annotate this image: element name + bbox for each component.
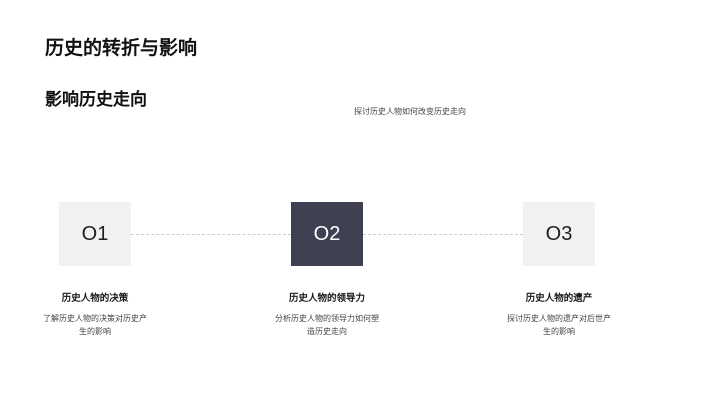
step-number-box-3: O3 [523, 202, 595, 266]
step-title: 历史人物的决策 [61, 293, 129, 304]
connector-line-2-3 [363, 234, 523, 235]
step-description: 探讨历史人物的遗产对后世产生的影响 [507, 314, 611, 336]
connector-line-1-2 [131, 234, 291, 235]
step-number-box-2: O2 [291, 202, 363, 266]
section-caption: 探讨历史人物如何改变历史走向 [354, 107, 466, 116]
step-1: 历史人物的决策 了解历史人物的决策对历史产生的影响 [25, 290, 165, 338]
slide-title: 历史的转折与影响 [45, 37, 198, 59]
step-title: 历史人物的领导力 [288, 293, 365, 304]
step-description: 了解历史人物的决策对历史产生的影响 [43, 314, 147, 336]
step-3: 历史人物的遗产 探讨历史人物的遗产对后世产生的影响 [489, 290, 629, 338]
section-subtitle: 影响历史走向 [45, 90, 147, 110]
step-2: 历史人物的领导力 分析历史人物的领导力如何塑造历史走向 [257, 290, 397, 338]
step-title: 历史人物的遗产 [525, 293, 593, 304]
step-number-box-1: O1 [59, 202, 131, 266]
step-description: 分析历史人物的领导力如何塑造历史走向 [275, 314, 379, 336]
